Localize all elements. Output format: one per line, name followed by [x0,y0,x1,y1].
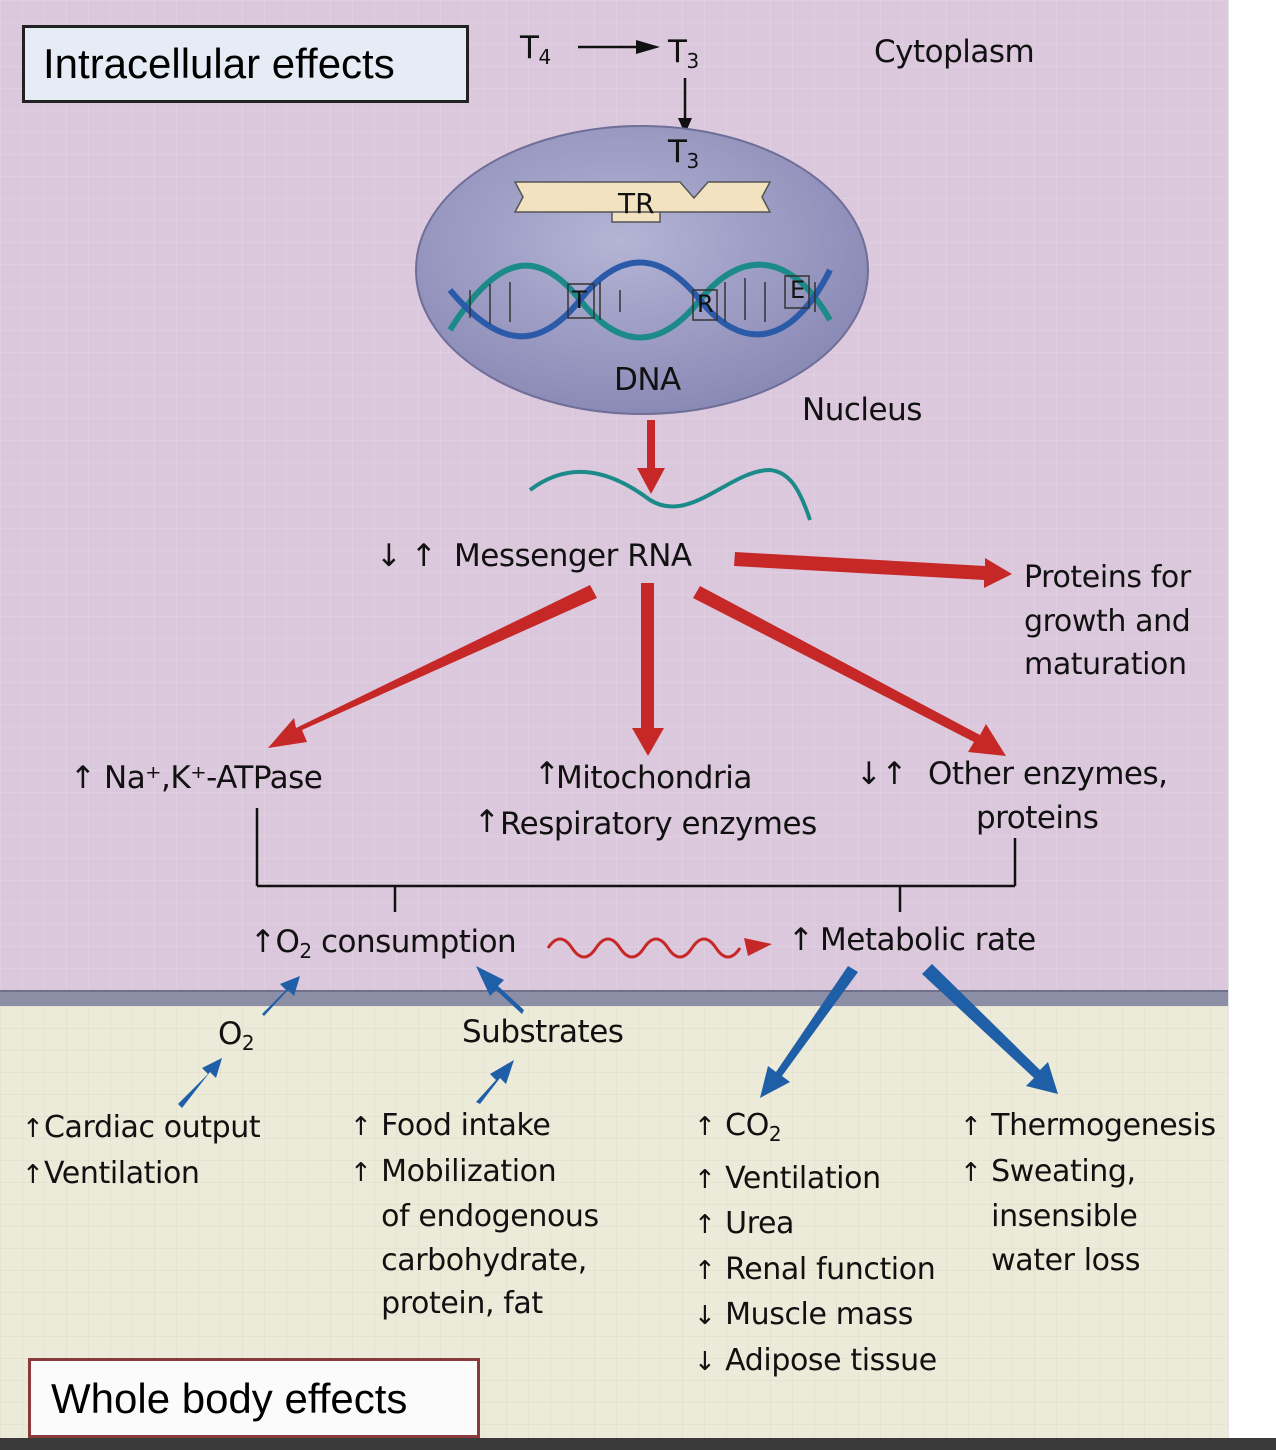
metabolic-rate-arrow: ↑ [788,922,814,958]
list-item: ↑ CO2 [694,1108,782,1146]
mrna-wave [528,467,812,521]
respiratory-arrow: ↑ [474,804,500,840]
list-item: of endogenous [381,1199,599,1234]
list-item: carbohydrate, [381,1242,587,1278]
list-item: water loss [991,1242,1141,1278]
nucleus-label: Nucleus [802,392,922,428]
tre-letter-e: E [790,276,806,304]
atpase-arrow: ↑ [70,760,96,796]
list-item: ↑Cardiac output [22,1110,261,1145]
list-item: ↑ Ventilation [694,1160,881,1196]
convergence-bracket [255,808,1017,912]
list-item: insensible [991,1199,1138,1234]
mrna-label: Messenger RNA [454,538,692,574]
metabolic-output-list: ↑ CO2 ↑ Ventilation ↑ Urea ↑ Renal funct… [694,1104,937,1384]
other-proteins-label: proteins [976,800,1099,836]
substrates-to-consumption-arrow [476,966,524,1014]
metabolic-rate-label: Metabolic rate [820,922,1036,958]
other-enzymes-label: Other enzymes, [928,756,1168,792]
wavy-arrow [546,937,772,959]
respiratory-enzymes-label: Respiratory enzymes [500,806,817,842]
mrna-to-other-enzymes-arrow [693,586,1006,756]
list-item: ↓ Adipose tissue [694,1342,937,1378]
proteins-growth-label: Proteins for growth and maturation [1024,556,1191,687]
supply-to-o2-arrow [178,1058,222,1108]
receptor-label: TR [618,187,655,220]
tre-letter-r: R [697,290,714,318]
mrna-to-mitochondria-arrow [632,583,664,756]
mitochondria-arrow: ↑ [534,756,560,792]
tre-letter-t: T [572,286,587,314]
proteins-line: maturation [1024,647,1187,682]
t4-label: T4 [520,30,551,69]
dna-helix [447,259,833,341]
dna-to-mrna-arrow [637,420,665,494]
cytoplasm-label: Cytoplasm [874,34,1035,70]
substrates-label: Substrates [462,1014,624,1050]
right-margin [1228,0,1276,1440]
intracellular-effects-box: Intracellular effects [22,25,469,103]
t4-to-t3-arrow [578,40,660,54]
oxygen-supply-list: ↑Cardiac output ↑Ventilation [22,1106,261,1197]
thermogenesis-list: ↑ Thermogenesis ↑ Sweating, insensible w… [960,1104,1216,1282]
other-enzymes-arrows: ↓↑ [856,756,907,792]
o2-label: O2 [218,1016,255,1055]
list-item: protein, fat [381,1286,543,1321]
t3-inner-label: T3 [668,134,699,173]
o2-to-consumption-arrow [262,976,300,1016]
list-item: ↑ Mobilization [350,1153,557,1189]
food-to-substrates-arrow [476,1060,514,1104]
bottom-bar [0,1438,1276,1450]
substrate-supply-list: ↑ Food intake ↑ Mobilization of endogeno… [350,1104,599,1326]
list-item: ↑ Food intake [350,1108,551,1143]
metabolic-to-thermogenesis-arrow [922,964,1058,1094]
t3-label: T3 [668,34,699,73]
whole-body-effects-box: Whole body effects [28,1358,480,1438]
atpase-label: Na⁺,K⁺-ATPase [104,760,323,796]
list-item: ↑ Renal function [694,1251,936,1287]
dna-label: DNA [614,362,681,398]
t3-entry-arrow [678,78,692,134]
list-item: ↓ Muscle mass [694,1297,913,1332]
mrna-to-proteins-arrow [734,552,1012,588]
list-item: ↑ Urea [694,1206,795,1241]
metabolic-to-co2-arrow [760,966,858,1098]
receptor-bar [513,181,772,223]
mitochondria-label: Mitochondria [556,760,752,796]
o2-consumption-label: ↑O2 consumption [250,924,517,963]
list-item: ↑ Sweating, [960,1153,1136,1189]
mrna-direction-arrows: ↓ ↑ [376,538,437,574]
list-item: ↑Ventilation [22,1155,200,1191]
mrna-to-atpase-arrow [268,585,597,748]
list-item: ↑ Thermogenesis [960,1108,1216,1143]
proteins-line: Proteins for [1024,560,1191,595]
proteins-line: growth and [1024,603,1191,639]
